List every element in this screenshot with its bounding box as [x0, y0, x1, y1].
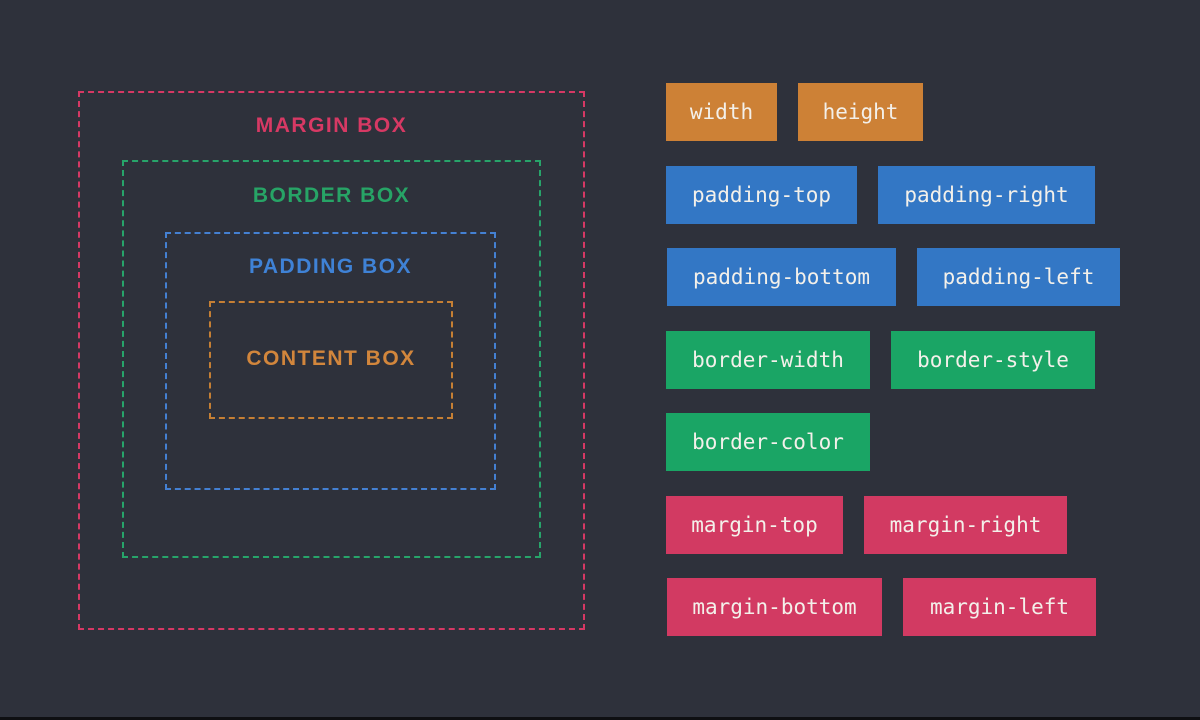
margin-box: MARGIN BOX [78, 91, 585, 630]
chip-border-width: border-width [666, 331, 870, 389]
padding-box-label: PADDING BOX [248, 255, 413, 278]
border-box-label: BORDER BOX [252, 184, 411, 207]
chip-margin-right: margin-right [864, 496, 1067, 554]
padding-box: PADDING BOX [165, 232, 496, 490]
chip-padding-top: padding-top [666, 166, 857, 224]
chip-margin-bottom: margin-bottom [667, 578, 882, 636]
chip-padding-left: padding-left [917, 248, 1120, 306]
chip-padding-bottom: padding-bottom [667, 248, 896, 306]
chip-border-color: border-color [666, 413, 870, 471]
content-box-label: CONTENT BOX [246, 347, 416, 370]
content-box: CONTENT BOX [209, 301, 453, 419]
chip-width: width [666, 83, 777, 141]
chip-margin-top: margin-top [666, 496, 843, 554]
chip-height: height [798, 83, 923, 141]
chip-border-style: border-style [891, 331, 1095, 389]
letterbox-bar [0, 717, 1200, 720]
chip-padding-right: padding-right [878, 166, 1095, 224]
chip-margin-left: margin-left [903, 578, 1096, 636]
border-box: BORDER BOX [122, 160, 541, 558]
margin-box-label: MARGIN BOX [255, 114, 408, 137]
